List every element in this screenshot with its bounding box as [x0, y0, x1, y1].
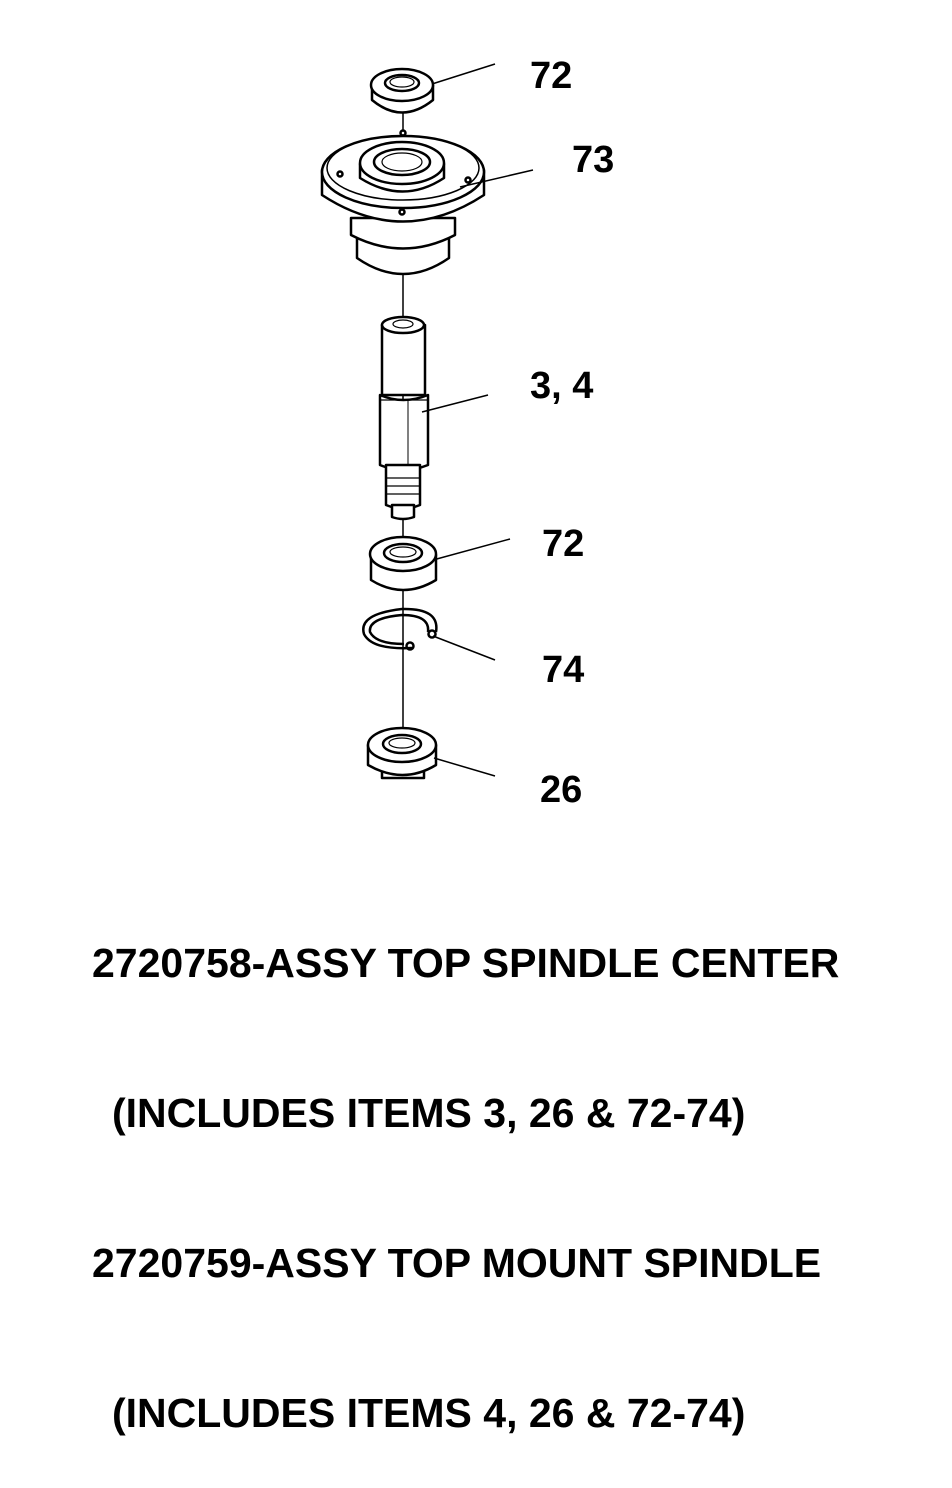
- callout-label: 26: [540, 769, 582, 811]
- callout-label: 72: [542, 523, 584, 565]
- spacer-part: [366, 726, 438, 780]
- callout-label: 74: [542, 649, 584, 691]
- leader-line-26: [433, 757, 496, 777]
- caption-line: 2720759-ASSY TOP MOUNT SPINDLE: [92, 1240, 822, 1286]
- callout-label: 3, 4: [530, 365, 593, 407]
- spindle-exploded-diagram: 72 73 3, 4 72 74 26: [320, 55, 614, 811]
- snap-ring-part: [362, 607, 438, 651]
- callout-label: 72: [530, 55, 572, 97]
- bearing-bottom-part: [368, 535, 438, 592]
- shaft-part: [378, 315, 430, 521]
- leader-line-74: [432, 635, 496, 661]
- leader-line-72-top: [431, 63, 496, 85]
- caption-line: (INCLUDES ITEMS 4, 26 & 72-74): [112, 1390, 746, 1436]
- callout-label: 73: [572, 139, 614, 181]
- housing-part: [320, 129, 486, 276]
- caption-line: (INCLUDES ITEMS 3, 26 & 72-74): [112, 1090, 746, 1136]
- caption-line: 2720758-ASSY TOP SPINDLE CENTER: [92, 940, 840, 986]
- bearing-top-part: [369, 67, 435, 114]
- leader-line-3-4: [421, 394, 489, 413]
- leader-line-73: [459, 169, 534, 188]
- leader-line-72-bottom: [432, 538, 511, 561]
- assembly-caption: 2720758-ASSY TOP SPINDLE CENTER (INCLUDE…: [0, 838, 952, 1488]
